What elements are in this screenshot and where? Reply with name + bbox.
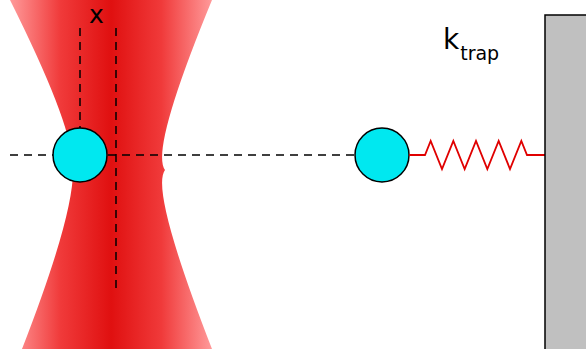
displacement-label: x xyxy=(89,2,104,27)
wall xyxy=(545,15,586,349)
particle-center-line xyxy=(79,28,81,128)
trapped-bead xyxy=(53,128,107,182)
beam-center-line xyxy=(115,28,117,292)
model-bead xyxy=(355,128,409,182)
stiffness-subscript: trap xyxy=(460,44,499,63)
stiffness-symbol: k xyxy=(443,26,459,54)
spring-symbol xyxy=(409,141,545,169)
laser-beam xyxy=(10,0,212,349)
spring-coil xyxy=(409,141,545,169)
